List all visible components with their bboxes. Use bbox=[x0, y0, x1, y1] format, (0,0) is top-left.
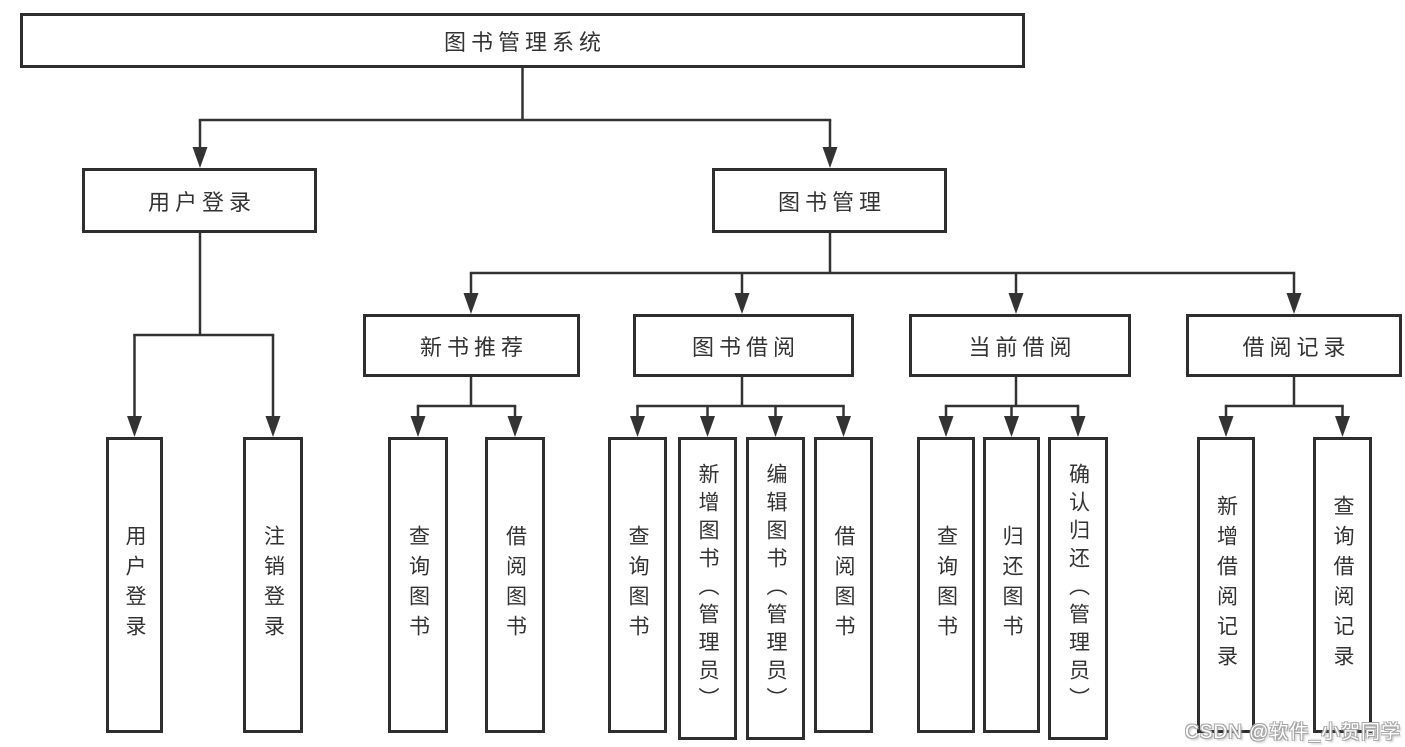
node-book-borrowing: 图书借阅 bbox=[633, 314, 854, 377]
leaf-bb-borrow-books: 借阅图书 bbox=[814, 437, 873, 733]
node-new-book-recommend: 新书推荐 bbox=[363, 314, 580, 377]
leaf-logout-login: 注销登录 bbox=[243, 437, 303, 733]
leaf-nbr-borrow-books: 借阅图书 bbox=[485, 437, 545, 733]
leaf-cb-query-books: 查询图书 bbox=[917, 437, 975, 733]
leaf-cb-confirm-return-admin: 确认归还（管理员） bbox=[1048, 437, 1108, 740]
csdn-watermark: CSDN @软件_小贺同学 bbox=[1185, 722, 1401, 743]
leaf-nbr-query-books: 查询图书 bbox=[388, 437, 448, 733]
leaf-br-query-record: 查询借阅记录 bbox=[1313, 437, 1372, 733]
node-library-management-system: 图书管理系统 bbox=[20, 13, 1025, 68]
node-book-management: 图书管理 bbox=[712, 168, 947, 233]
leaf-br-add-record: 新增借阅记录 bbox=[1197, 437, 1255, 733]
leaf-bb-query-books: 查询图书 bbox=[608, 437, 667, 733]
node-borrowing-records: 借阅记录 bbox=[1186, 314, 1402, 377]
leaf-bb-add-books-admin: 新增图书（管理员） bbox=[678, 437, 737, 740]
leaf-bb-edit-books-admin: 编辑图书（管理员） bbox=[746, 437, 805, 740]
leaf-cb-return-books: 归还图书 bbox=[983, 437, 1040, 733]
node-user-login: 用户登录 bbox=[82, 168, 317, 233]
leaf-user-login: 用户登录 bbox=[106, 437, 163, 733]
node-current-borrowing: 当前借阅 bbox=[909, 314, 1131, 377]
